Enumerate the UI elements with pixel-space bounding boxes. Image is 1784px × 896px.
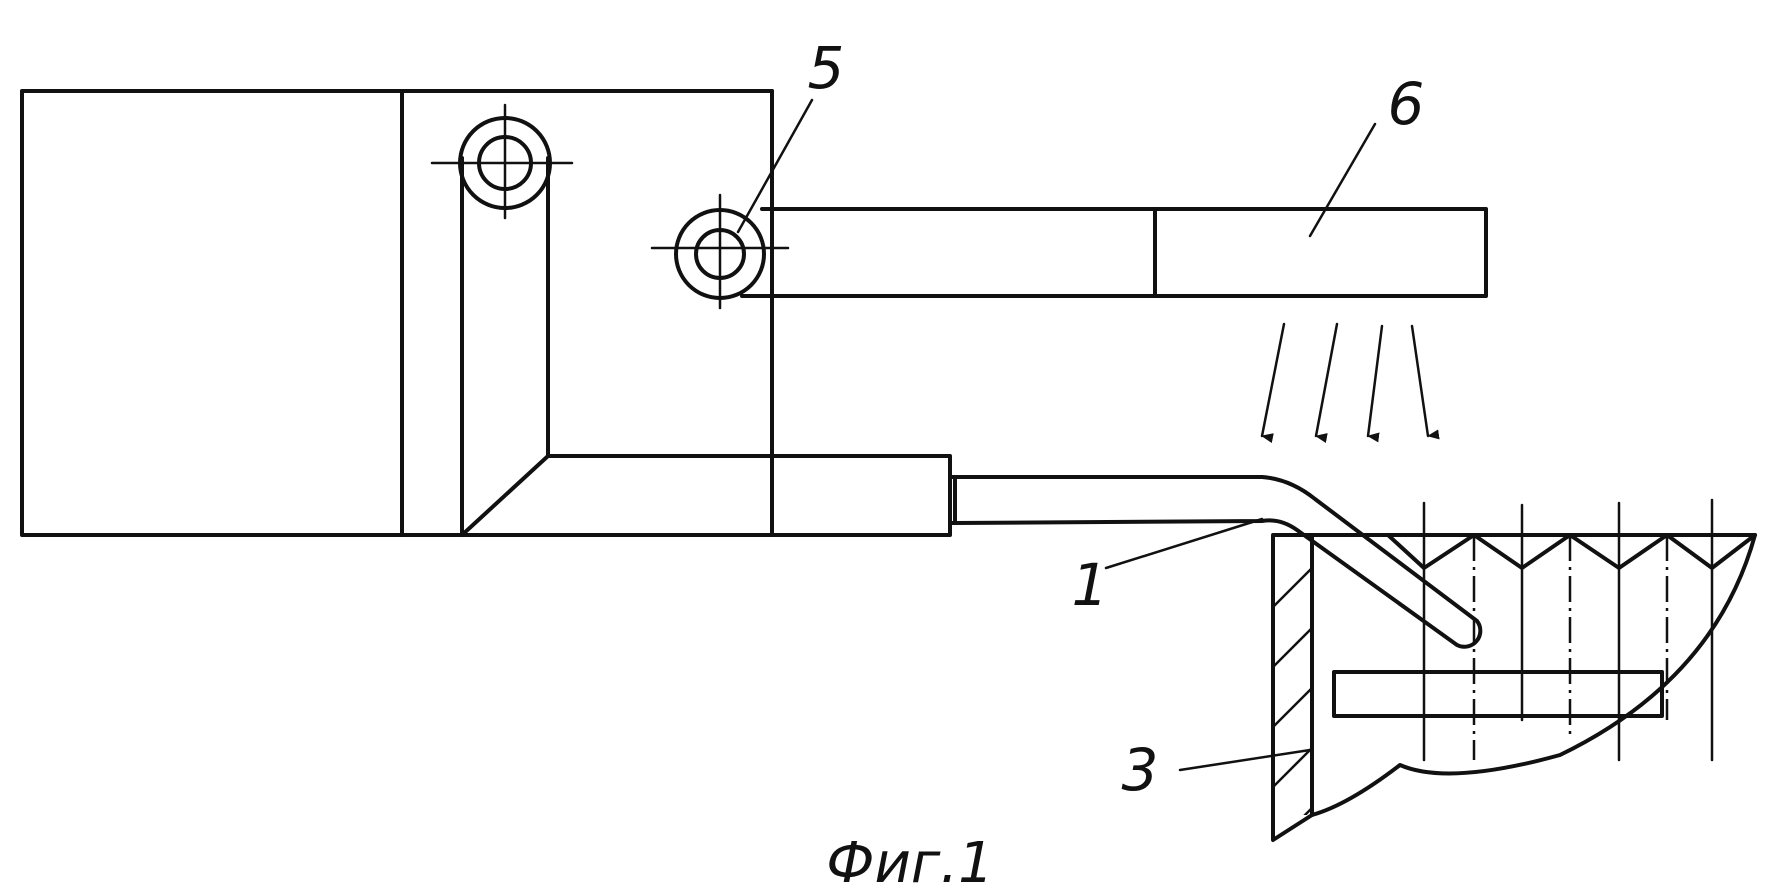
leader-lines (738, 100, 1375, 770)
housing-block (22, 91, 772, 535)
radiation-arrows (1262, 324, 1428, 436)
arm-6 (742, 209, 1486, 296)
upper-pivot (432, 105, 572, 218)
label-5: 5 (808, 34, 845, 102)
tube-1 (950, 477, 1480, 647)
label-1: 1 (1072, 551, 1109, 619)
label-6: 6 (1388, 70, 1425, 138)
figure-caption: Фиг.1 (826, 831, 993, 896)
label-3: 3 (1122, 736, 1159, 804)
pivot-5 (652, 195, 788, 308)
workpiece-3 (1240, 500, 1755, 880)
l-lever (462, 158, 950, 535)
